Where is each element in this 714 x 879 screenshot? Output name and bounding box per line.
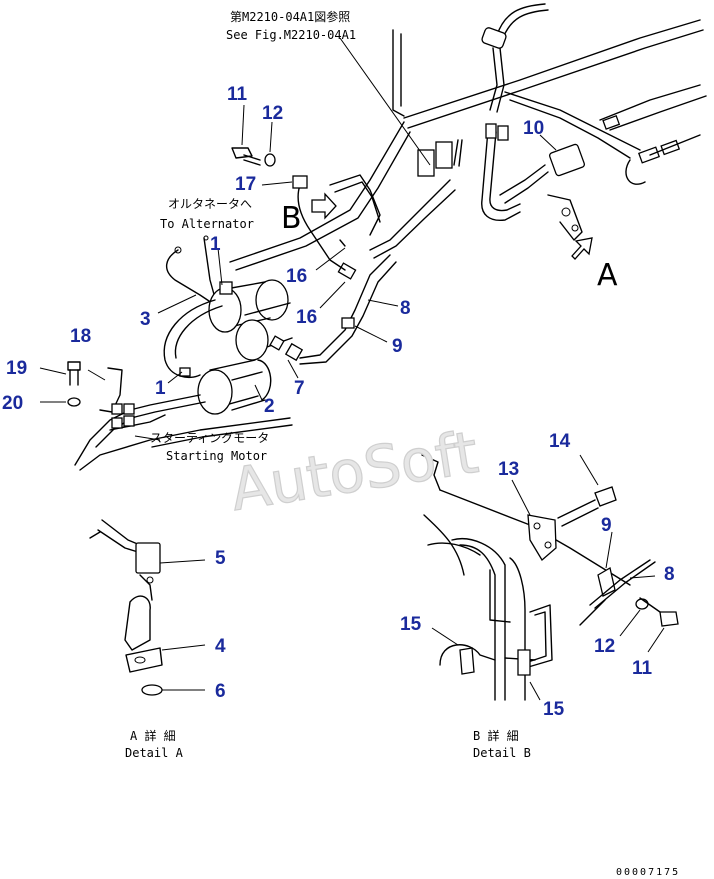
starting-motor-label-en: Starting Motor	[166, 449, 267, 463]
detail-a-en: Detail A	[125, 746, 184, 760]
detail-b-jp: B 詳 細	[473, 728, 519, 743]
alternator-label-jp: オルタネータへ	[168, 197, 252, 211]
reference-note-en: See Fig.M2210-04A1	[226, 28, 356, 42]
callout-11-detail-b: 11	[632, 658, 653, 679]
callout-13: 13	[498, 459, 519, 480]
callout-numbers: 11 12 17 10 1 3 16 16 8 9 18 19 20 1 7 2…	[2, 84, 675, 720]
callout-19: 19	[6, 358, 27, 379]
detail-b-drawing	[421, 454, 679, 701]
callout-3: 3	[140, 309, 151, 330]
callout-2: 2	[264, 396, 275, 417]
callout-18: 18	[70, 326, 91, 347]
callout-15-right: 15	[543, 699, 565, 720]
reference-note-jp: 第M2210-04A1図参照	[230, 9, 350, 24]
alternator-label-en: To Alternator	[160, 217, 254, 231]
detail-b-en: Detail B	[473, 746, 531, 760]
detail-a-drawing	[89, 519, 206, 696]
drawing-code: 00007175	[616, 867, 680, 878]
callout-20: 20	[2, 393, 23, 414]
callout-9-detail-b: 9	[601, 515, 612, 536]
bolt-washer-upper	[231, 147, 276, 167]
callout-10: 10	[523, 118, 544, 139]
callout-5: 5	[215, 548, 226, 569]
callout-16-lower: 16	[296, 307, 317, 328]
callout-4: 4	[215, 636, 226, 657]
detail-a-jp: A 詳 細	[130, 728, 176, 743]
callout-12-detail-b: 12	[594, 636, 615, 657]
callout-8-detail-b: 8	[664, 564, 675, 585]
callout-8-upper: 8	[400, 298, 411, 319]
callout-9-upper: 9	[392, 336, 403, 357]
leader-lines-upper	[134, 37, 557, 441]
callout-7: 7	[294, 378, 305, 399]
starting-motor-assembly	[39, 235, 304, 471]
view-letter-a: A	[597, 258, 618, 293]
main-harness	[229, 3, 707, 365]
callout-15-left: 15	[400, 614, 422, 635]
callout-12-upper: 12	[262, 103, 283, 124]
callout-17: 17	[235, 174, 256, 195]
callout-1-upper: 1	[210, 234, 221, 255]
callout-11-upper: 11	[227, 84, 248, 105]
callout-6: 6	[215, 681, 226, 702]
callout-14: 14	[549, 431, 571, 452]
callout-1-lower: 1	[155, 378, 166, 399]
view-letter-b: B	[281, 201, 302, 236]
starting-motor-label-jp: スターティングモータ	[150, 431, 269, 445]
callout-16-upper: 16	[286, 266, 307, 287]
